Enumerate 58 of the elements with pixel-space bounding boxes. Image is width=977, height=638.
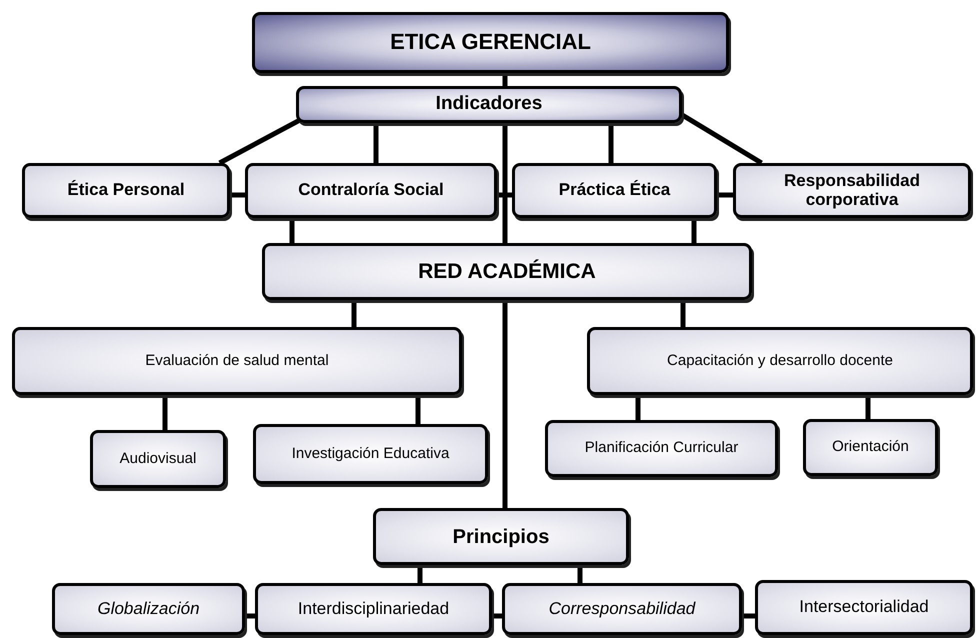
connector-line (680, 300, 686, 327)
node-box (12, 327, 462, 395)
node-label: Orientación (832, 439, 909, 456)
node-box (90, 430, 226, 488)
node-box (803, 419, 938, 476)
connector-line (218, 118, 302, 166)
connector-line (636, 395, 640, 420)
node-label: Audiovisual (120, 450, 196, 468)
connector-line (374, 123, 378, 163)
node-box (733, 163, 971, 218)
node-box (512, 163, 717, 218)
node-box (502, 583, 742, 635)
connector-line (502, 123, 508, 243)
node-box (262, 243, 752, 300)
connector-line (692, 218, 696, 243)
node-box (252, 12, 729, 73)
node-label: Interdisciplinariedad (298, 600, 450, 618)
connector-line (502, 73, 508, 86)
node-label: Ética Personal (67, 181, 185, 200)
node-label: Contraloría Social (298, 181, 444, 200)
connector-line (578, 565, 582, 583)
node-box (587, 327, 973, 395)
node-box (22, 163, 230, 218)
connector-line (608, 123, 614, 163)
connector-line (742, 614, 755, 618)
connector-line (717, 192, 733, 198)
node-label: ETICA GERENCIAL (390, 30, 591, 55)
connector-line (492, 614, 502, 618)
node-box (755, 580, 973, 635)
connector-line (245, 614, 255, 618)
node-label: Indicadores (436, 94, 542, 115)
connector-line (230, 192, 245, 198)
node-box (245, 163, 497, 218)
node-label: Práctica Ética (558, 181, 670, 200)
node-box (373, 508, 629, 565)
connector-line (352, 300, 356, 327)
node-label: RED ACADÉMICA (418, 260, 596, 284)
node-box (253, 424, 488, 484)
node-box (52, 583, 245, 635)
node-label: Evaluación de salud mental (145, 352, 329, 370)
node-label: Planificación Curricular (584, 440, 738, 457)
node-label: Investigación Educativa (292, 446, 450, 462)
node-label: Responsabilidad corporativa (782, 172, 922, 210)
connector-line (497, 192, 512, 198)
node-box (296, 86, 682, 123)
connector-line (418, 565, 422, 583)
connector-line (502, 300, 508, 508)
node-box (545, 420, 778, 477)
node-label: Globalización (97, 600, 200, 618)
node-box (255, 583, 492, 635)
connector-line (866, 395, 870, 419)
node-label: Capacitación y desarrollo docente (667, 352, 893, 370)
node-label: Intersectorialidad (799, 598, 929, 617)
connector-line (416, 395, 420, 424)
connector-line (290, 218, 294, 243)
node-label: Corresponsabilidad (548, 600, 696, 618)
node-label: Principios (452, 526, 550, 548)
connector-line (162, 395, 168, 430)
